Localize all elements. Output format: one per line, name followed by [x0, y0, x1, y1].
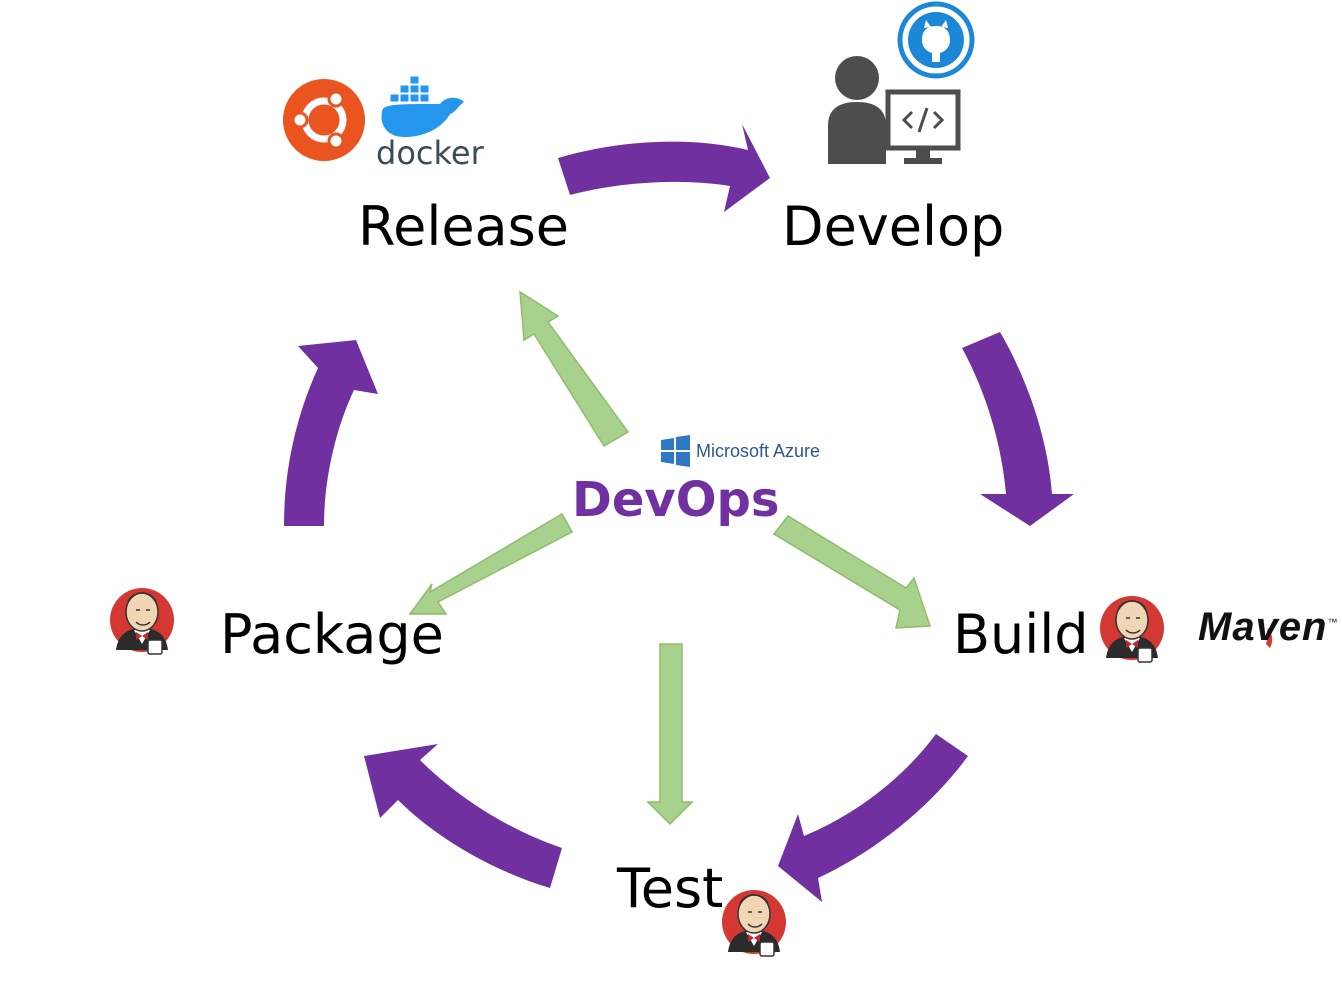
arrow-build-to-test	[778, 734, 968, 902]
center-arrow-to-release	[519, 290, 630, 448]
arrow-package-to-release	[284, 340, 378, 526]
github-icon	[897, 1, 975, 79]
maven-trademark: ™	[1327, 617, 1339, 629]
arrow-release-to-develop	[558, 124, 770, 212]
stage-label-release: Release	[358, 195, 569, 258]
developer-icon	[828, 56, 961, 164]
docker-wordmark: docker	[376, 134, 484, 172]
arrow-test-to-package	[364, 744, 562, 888]
center-title: DevOps	[572, 472, 780, 528]
stage-label-build: Build	[953, 603, 1089, 666]
maven-logo: Maven™	[1198, 605, 1339, 650]
stage-label-develop: Develop	[782, 195, 1005, 258]
maven-feather-icon	[1266, 628, 1273, 648]
jenkins-icon	[721, 889, 787, 957]
azure-platform-label: Microsoft Azure	[696, 441, 821, 461]
stage-label-test: Test	[617, 857, 724, 920]
arrow-develop-to-build	[962, 332, 1074, 526]
center-arrow-to-test	[646, 643, 694, 826]
maven-wordmark: Maven	[1198, 605, 1328, 649]
windows-icon	[661, 435, 690, 467]
jenkins-icon	[109, 587, 175, 655]
docker-icon	[381, 75, 464, 138]
stage-label-package: Package	[220, 603, 444, 666]
cycle-arrows	[284, 124, 1074, 902]
center-arrows	[408, 290, 932, 826]
center-arrow-to-package	[408, 512, 574, 615]
ubuntu-icon	[283, 79, 365, 161]
jenkins-icon	[1099, 595, 1165, 663]
center-arrow-to-build	[772, 515, 932, 629]
